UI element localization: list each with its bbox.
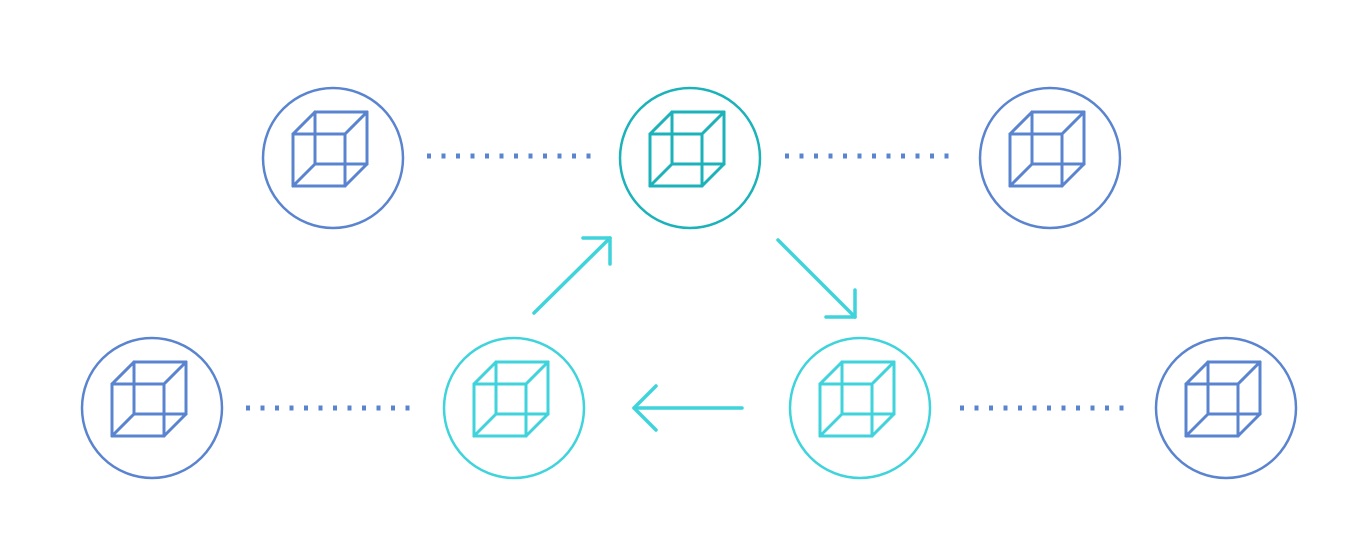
arrow-shaft <box>532 236 612 315</box>
arrow-bottom-left-to-top-center <box>532 236 612 315</box>
node-ring <box>618 86 762 230</box>
node-top-right <box>978 86 1122 230</box>
arrow-head <box>632 384 658 432</box>
arrow-shaft <box>776 238 857 319</box>
node-ring <box>442 336 586 480</box>
node-bottom-right <box>788 336 932 480</box>
arrow-top-center-to-bottom-right <box>776 238 857 319</box>
node-ring <box>80 336 224 480</box>
node-top-left <box>261 86 405 230</box>
cube-icon <box>1184 360 1262 438</box>
cube-icon <box>648 110 726 188</box>
cube-icon <box>291 110 369 188</box>
arrow-bottom-right-to-bottom-left <box>632 384 744 432</box>
arrow-head <box>824 288 857 319</box>
node-bottom-far-left <box>80 336 224 480</box>
cube-icon <box>472 360 550 438</box>
cube-icon <box>818 360 896 438</box>
cube-icon <box>1008 110 1086 188</box>
node-bottom-left <box>442 336 586 480</box>
node-ring <box>261 86 405 230</box>
node-ring <box>788 336 932 480</box>
node-top-center <box>618 86 762 230</box>
cube-icon <box>110 360 188 438</box>
node-ring <box>1154 336 1298 480</box>
node-bottom-far-right <box>1154 336 1298 480</box>
node-ring <box>978 86 1122 230</box>
arrow-head <box>581 236 612 266</box>
